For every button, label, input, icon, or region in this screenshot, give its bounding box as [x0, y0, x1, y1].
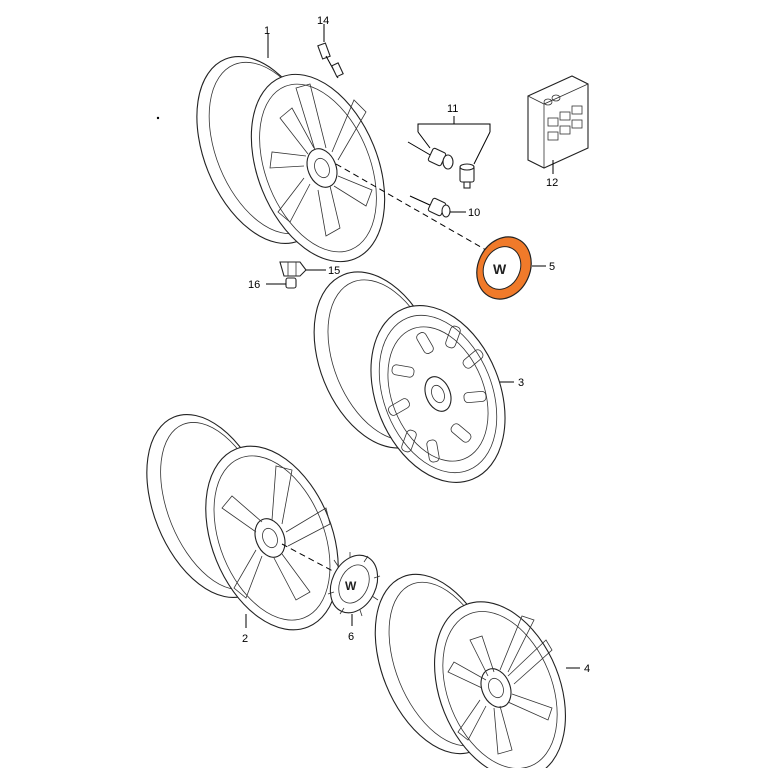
vw-logo-icon: W	[493, 261, 507, 277]
bolt-case-12[interactable]	[527, 75, 589, 169]
hub-cap-5[interactable]: W	[467, 228, 541, 308]
label-6: 6	[348, 631, 354, 643]
label-10: 10	[468, 207, 480, 219]
balance-weight-15[interactable]	[279, 261, 307, 277]
label-3: 3	[518, 377, 524, 389]
label-5: 5	[549, 261, 555, 273]
wheel-2[interactable]	[122, 396, 363, 649]
wheel-1[interactable]	[172, 37, 411, 281]
bolt-adapter[interactable]	[459, 163, 475, 189]
label-1: 1	[264, 25, 270, 37]
balance-weight-16[interactable]	[285, 277, 297, 289]
bracket-11	[417, 123, 491, 132]
label-4: 4	[584, 663, 590, 675]
valve-14[interactable]	[317, 42, 344, 79]
wheel-3[interactable]	[290, 253, 530, 503]
wheel-bolt-10[interactable]	[409, 195, 451, 218]
assembly-axis	[335, 163, 501, 259]
hub-cap-6[interactable]: W	[321, 548, 386, 621]
label-2: 2	[242, 633, 248, 645]
label-11: 11	[447, 103, 458, 115]
label-14: 14	[317, 15, 329, 27]
wheel-4[interactable]	[351, 556, 590, 768]
label-15: 15	[328, 265, 340, 277]
vw-logo-icon: W	[345, 579, 357, 593]
anti-theft-bolt[interactable]	[407, 141, 454, 170]
label-16: 16	[248, 279, 260, 291]
label-12: 12	[546, 177, 558, 189]
